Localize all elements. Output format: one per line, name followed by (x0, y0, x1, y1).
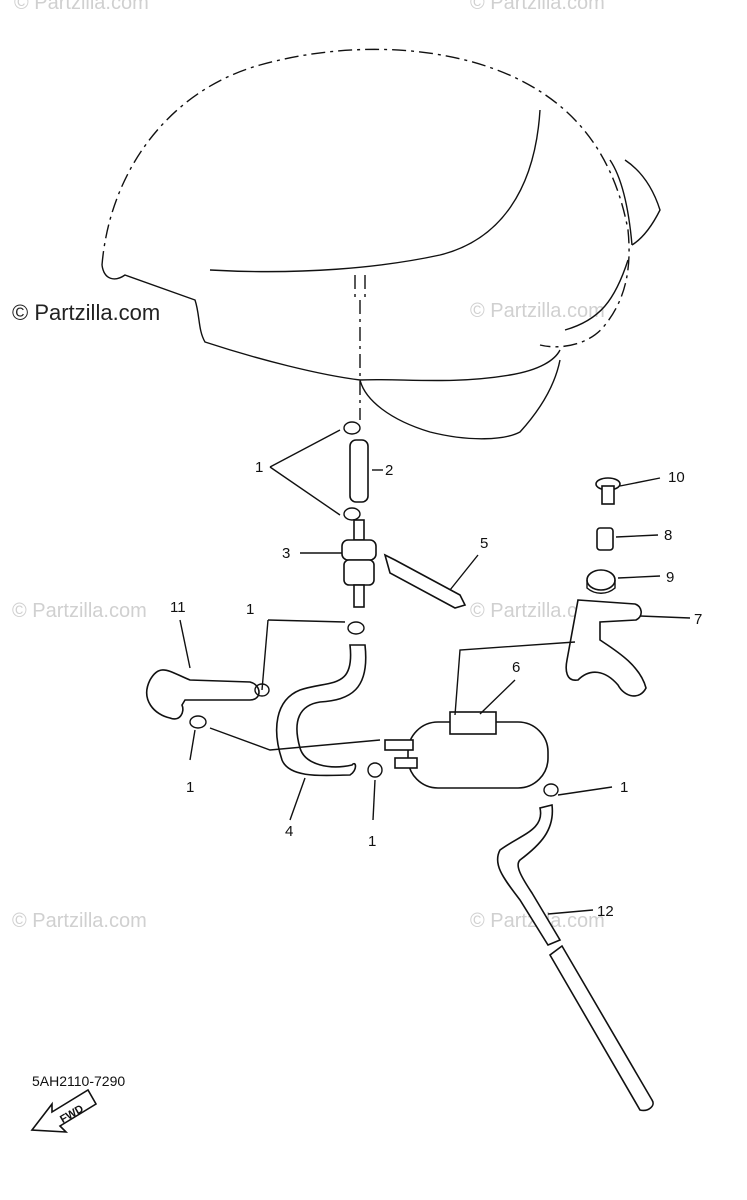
callout-1-bottom: 1 (368, 833, 376, 850)
callout-10: 10 (668, 469, 685, 486)
clip-lower (343, 507, 361, 521)
fuel-tank (101, 48, 661, 440)
diagram-code: 5AH2110-7290 (32, 1073, 126, 1089)
clip-lower-mid (367, 762, 383, 778)
hose-4 (275, 644, 367, 777)
watermark-main: © Partzilla.com (12, 300, 161, 325)
callout-2: 2 (385, 462, 393, 479)
watermark-mid-right: © Partzilla.com (470, 300, 605, 322)
hose-2 (349, 439, 369, 503)
bracket-7 (565, 599, 647, 697)
callout-6: 6 (512, 659, 520, 676)
leader-lines (179, 429, 691, 915)
callout-1-top: 1 (255, 459, 263, 476)
bolt-10 (595, 477, 621, 505)
callout-9: 9 (666, 569, 674, 586)
watermark-mid-right-2: © Partzilla.com (470, 600, 605, 622)
hose-12 (496, 804, 562, 946)
hose-11 (145, 669, 260, 720)
clip-upper-mid (347, 621, 365, 635)
fwd-arrow-icon: FWD (30, 1088, 98, 1133)
tube-12 (548, 944, 654, 1112)
collar-8 (596, 527, 614, 551)
clip-left (189, 715, 207, 729)
watermark-mid-left: © Partzilla.com (12, 600, 147, 622)
fuel-filter-3 (341, 519, 377, 608)
watermark-top-right: © Partzilla.com (470, 0, 605, 14)
callout-5: 5 (480, 535, 488, 552)
callout-12: 12 (597, 903, 614, 920)
callout-4: 4 (285, 823, 293, 840)
watermark-top-left: © Partzilla.com (14, 0, 149, 14)
callout-7: 7 (694, 611, 702, 628)
clip-mid (254, 683, 270, 697)
callout-11: 11 (170, 599, 186, 616)
callout-1-mid: 1 (246, 601, 254, 618)
canister-6 (384, 711, 549, 789)
watermark-low-left: © Partzilla.com (12, 910, 147, 932)
bracket-5 (383, 553, 467, 609)
callout-3: 3 (282, 545, 290, 562)
callout-1-right: 1 (620, 779, 628, 796)
callout-8: 8 (664, 527, 672, 544)
grommet-9 (586, 569, 616, 594)
clip-right (543, 783, 559, 797)
clip-top (343, 421, 361, 435)
callout-1-left: 1 (186, 779, 194, 796)
